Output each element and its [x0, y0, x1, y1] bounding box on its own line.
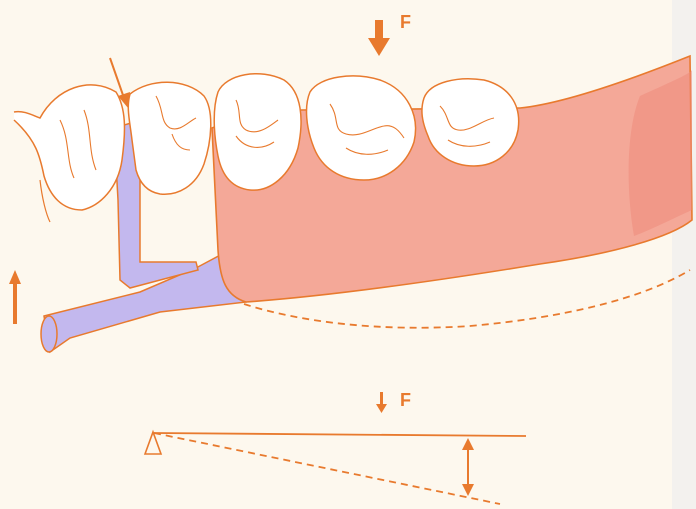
force-label-top: F	[400, 12, 411, 32]
lever-displaced-dashed	[154, 433, 500, 504]
tooth-natural-1	[14, 85, 124, 210]
down-arrow-icon	[368, 20, 390, 56]
down-arrow-icon	[376, 392, 387, 413]
connector-end	[41, 316, 57, 352]
lever-line	[154, 433, 526, 436]
triangle-icon	[145, 432, 161, 454]
abutment-tooth	[128, 82, 210, 194]
up-arrow-icon	[9, 270, 21, 324]
displacement-double-arrow	[462, 438, 474, 496]
force-label-bottom: F	[400, 390, 411, 410]
